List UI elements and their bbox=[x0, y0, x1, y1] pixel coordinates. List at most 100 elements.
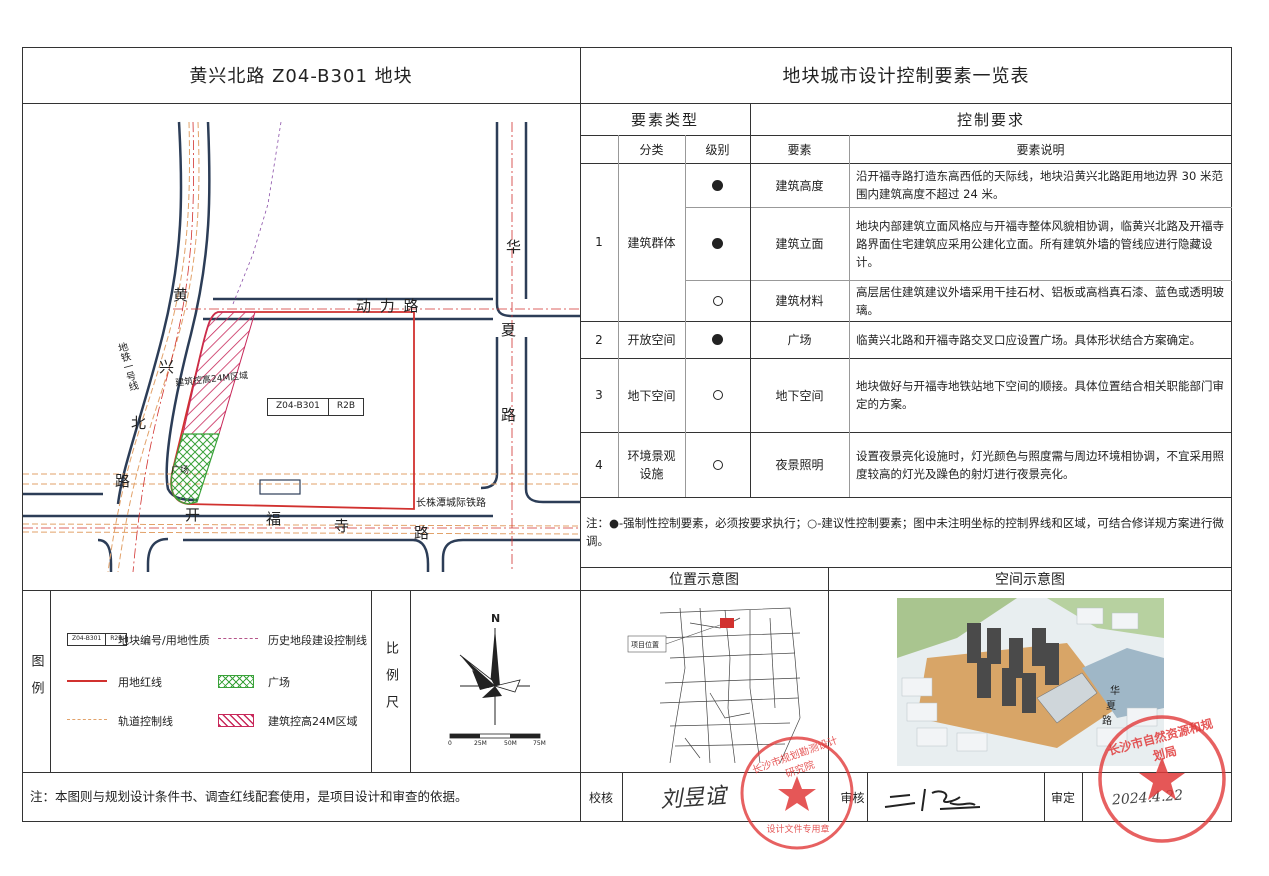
row-desc: 临黄兴北路和开福寺路交叉口应设置广场。具体形状结合方案确定。 bbox=[856, 332, 1201, 347]
stamp-1-icon bbox=[740, 736, 854, 850]
legend-historic-line-swatch bbox=[218, 638, 258, 639]
table-row-line bbox=[580, 163, 1232, 164]
scale-tick-0: 0 bbox=[448, 740, 452, 747]
level-strong-icon bbox=[685, 321, 750, 358]
road-label-huaxia-1: 华 bbox=[506, 238, 522, 256]
figure-divider bbox=[828, 567, 829, 772]
footer-divider bbox=[22, 772, 1232, 773]
legend-sample-code: Z04-B301 bbox=[68, 634, 107, 645]
road-label-kaifusi-2: 福 bbox=[266, 510, 282, 528]
space-title: 空间示意图 bbox=[995, 571, 1065, 588]
check-signature: 刘昱谊 bbox=[659, 783, 727, 814]
table-row-line bbox=[580, 321, 1232, 322]
legend-top-divider bbox=[22, 590, 580, 591]
col-level: 级别 bbox=[705, 142, 730, 157]
scale-title: 比例尺 bbox=[383, 640, 398, 722]
table-col-line bbox=[685, 135, 686, 497]
site-map: 动 力 路 黄 兴 北 路 华 夏 路 开 福 寺 路 地铁一号线 长株潭城际铁… bbox=[23, 104, 580, 572]
space-road-label-3: 路 bbox=[1102, 716, 1112, 727]
row-element: 建筑立面 bbox=[775, 237, 824, 251]
compass-icon bbox=[449, 628, 541, 739]
stamp-1-sub: 设计文件专用章 bbox=[766, 825, 830, 835]
space-road-label-2: 夏 bbox=[1106, 701, 1116, 712]
legend-sample-use: R2B bbox=[110, 635, 123, 642]
row-desc: 沿开福寺路打造东高西低的天际线，地块沿黄兴北路距用地边界 30 米范围内建筑高度… bbox=[856, 169, 1223, 201]
legend-hatch-swatch bbox=[218, 714, 254, 727]
row-element: 广场 bbox=[787, 333, 812, 347]
plot-use: R2B bbox=[336, 401, 356, 411]
table-row-line bbox=[580, 590, 1232, 591]
road-label-huangxing-4: 路 bbox=[115, 472, 131, 490]
sheet-frame bbox=[22, 47, 1232, 822]
row-desc: 设置夜景亮化设施时，灯光颜色与照度需与周边环境相协调，不宜采用照度较高的灯光及躁… bbox=[856, 448, 1224, 481]
col-desc: 要素说明 bbox=[1016, 142, 1065, 157]
footer-note: 注：本图则与规划设计条件书、调查红线配套使用，是项目设计和审查的依据。 bbox=[30, 789, 468, 804]
legend-rail-swatch bbox=[67, 719, 107, 720]
footer-col-line bbox=[1082, 772, 1083, 822]
row-element: 地下空间 bbox=[775, 388, 824, 403]
col-element: 要素 bbox=[787, 142, 812, 157]
table-row-line bbox=[580, 135, 1232, 136]
north-arrow-scale: N 0 25M 50M 75M bbox=[420, 600, 570, 765]
table-title: 地块城市设计控制要素一览表 bbox=[782, 66, 1030, 87]
scale-tick-75: 75M bbox=[533, 740, 546, 747]
road-label-huangxing-3: 北 bbox=[131, 414, 147, 432]
table-col-line bbox=[849, 135, 850, 497]
row-category: 环境景观设施 bbox=[627, 448, 676, 481]
scale-tick-25: 25M bbox=[474, 740, 487, 747]
legend-redline-swatch bbox=[67, 680, 107, 682]
table-col-line bbox=[618, 135, 619, 497]
plot-code: Z04-B301 bbox=[268, 399, 329, 415]
check-label: 校核 bbox=[588, 790, 613, 805]
legend-scale-divider bbox=[371, 590, 372, 772]
row-no: 2 bbox=[595, 332, 603, 347]
row-element: 建筑材料 bbox=[775, 294, 824, 308]
row-element: 夜景照明 bbox=[775, 458, 824, 472]
row-category: 开放空间 bbox=[627, 333, 676, 347]
legend-left-divider bbox=[50, 590, 51, 772]
table-row-line bbox=[580, 432, 1232, 433]
aerial-render bbox=[897, 598, 1164, 766]
row-no: 1 bbox=[595, 235, 603, 249]
legend-item-plaza: 广场 bbox=[268, 676, 290, 689]
road-label-huaxia-3: 路 bbox=[501, 406, 517, 424]
plot-title: 黄兴北路 Z04-B301 地块 bbox=[189, 66, 413, 87]
stamp-2-icon bbox=[1098, 715, 1226, 843]
north-label: N bbox=[491, 612, 501, 625]
table-row-line bbox=[580, 497, 1232, 498]
title-divider bbox=[22, 103, 1232, 104]
location-title: 位置示意图 bbox=[669, 571, 739, 588]
col-class: 分类 bbox=[639, 142, 664, 157]
road-label-kaifusi-3: 寺 bbox=[334, 517, 350, 535]
table-row-line bbox=[580, 358, 1232, 359]
footer-col-line bbox=[828, 772, 829, 822]
design-institute-stamp: 长沙市规划勘测设计研究院 设计文件专用章 bbox=[738, 734, 856, 852]
row-category: 地下空间 bbox=[627, 388, 676, 403]
road-label-huangxing-2: 兴 bbox=[159, 358, 175, 376]
legend-item-hatch: 建筑控高24M区域 bbox=[268, 715, 358, 728]
legend-item-rail: 轨道控制线 bbox=[118, 715, 173, 728]
level-advisory-icon bbox=[685, 280, 750, 321]
table-note: 注：●-强制性控制要素，必须按要求执行；○-建议性控制要素；图中未注明坐标的控制… bbox=[586, 516, 1224, 548]
legend-plaza-swatch bbox=[218, 675, 254, 688]
signature-icon bbox=[884, 788, 981, 812]
table-row-line bbox=[580, 567, 1232, 568]
location-map-svg bbox=[627, 607, 801, 764]
legend-item-plot-code: 地块编号/用地性质 bbox=[118, 634, 210, 647]
road-label-kaifusi-1: 开 bbox=[185, 506, 201, 524]
footer-col-line bbox=[1044, 772, 1045, 822]
table-row-line bbox=[685, 207, 1232, 208]
plot-code-box: Z04-B301 R2B bbox=[267, 398, 365, 416]
scale-tick-50: 50M bbox=[504, 740, 517, 747]
plaza-label: 广场 bbox=[171, 466, 190, 476]
header-control: 控制要求 bbox=[956, 110, 1025, 129]
row-category: 建筑群体 bbox=[627, 235, 676, 250]
table-col-line bbox=[750, 103, 751, 497]
road-label-huaxia-2: 夏 bbox=[501, 321, 517, 339]
location-map: 项目位置 bbox=[600, 598, 810, 766]
road-label-dongli: 动 力 路 bbox=[356, 297, 421, 315]
level-advisory-icon bbox=[685, 358, 750, 432]
space-road-label-1: 华 bbox=[1110, 686, 1120, 697]
header-type: 要素类型 bbox=[630, 110, 699, 129]
table-row-line bbox=[685, 280, 1232, 281]
